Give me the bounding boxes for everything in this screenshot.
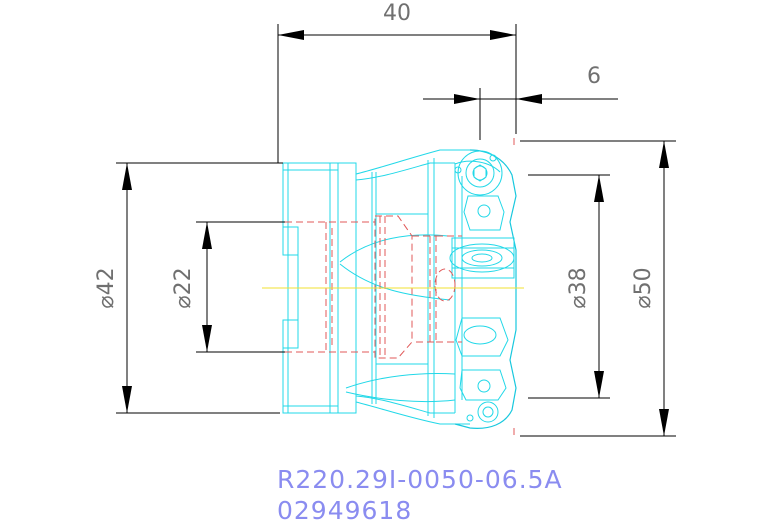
title-block: R220.29I-0050-06.5A 02949618 <box>277 465 563 523</box>
bore-diameter-label: ⌀22 <box>171 267 196 308</box>
shank-diameter-label: ⌀42 <box>94 267 119 308</box>
dimension-bore-diameter: ⌀22 <box>171 221 285 353</box>
cutting-diameter-label: ⌀50 <box>631 267 656 308</box>
dimension-overall-length: 40 <box>277 1 517 164</box>
overall-length-label: 40 <box>383 1 411 26</box>
dimension-cutting-diameter: ⌀50 <box>520 140 676 437</box>
insert-offset-label: 6 <box>587 64 601 89</box>
inserts-and-screws <box>449 150 515 423</box>
inner-diameter-label: ⌀38 <box>566 267 591 308</box>
tool-body-outline <box>282 149 517 429</box>
dimension-shank-diameter: ⌀42 <box>94 162 280 414</box>
part-number: R220.29I-0050-06.5A <box>277 465 563 494</box>
dimension-inner-diameter: ⌀38 <box>528 174 610 399</box>
hidden-lines <box>285 138 515 438</box>
dimension-insert-offset: 6 <box>423 64 618 140</box>
item-code: 02949618 <box>277 496 412 523</box>
